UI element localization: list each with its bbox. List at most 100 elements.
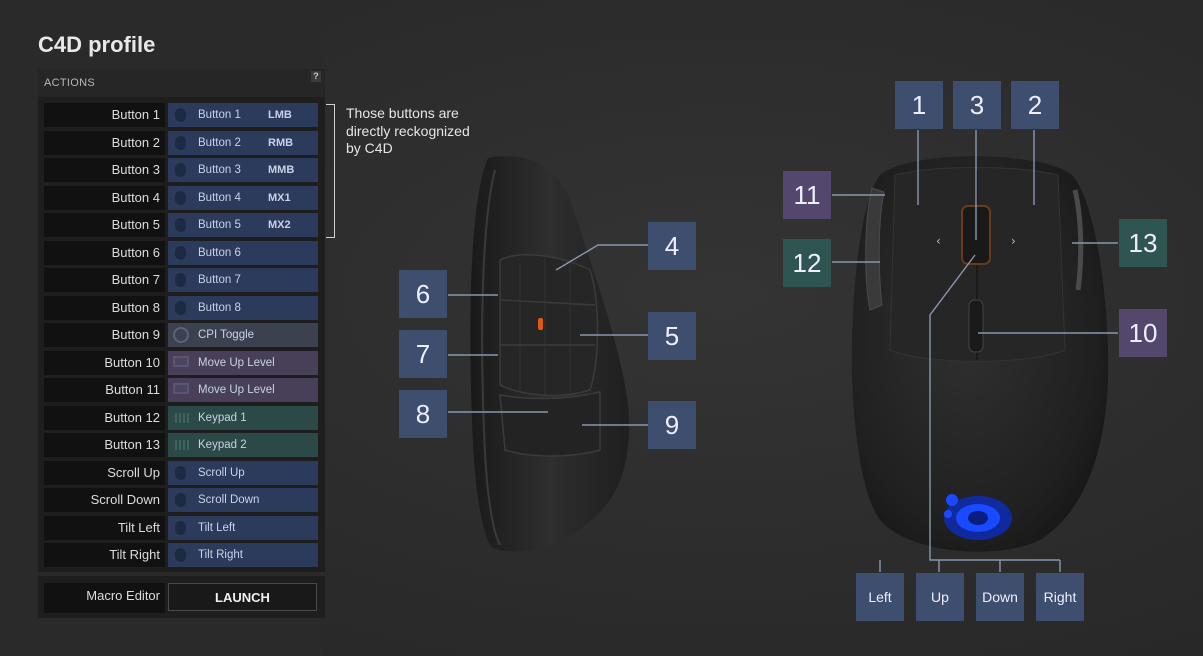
- keyboard-icon: [173, 412, 191, 423]
- mouse-icon: [175, 108, 186, 122]
- help-icon[interactable]: ?: [311, 71, 321, 82]
- button-name: Button 7: [44, 268, 165, 292]
- mouse-icon: [175, 548, 186, 562]
- actions-header-label: ACTIONS: [44, 77, 95, 89]
- button-name: Button 3: [44, 158, 165, 182]
- callout-11: 11: [783, 171, 831, 219]
- mouse-icon: [175, 300, 186, 315]
- macro-editor-row: Macro Editor LAUNCH: [38, 576, 325, 618]
- callout-3: 3: [953, 81, 1001, 129]
- cpi-button: [968, 299, 984, 353]
- action-label: Tilt Right: [198, 549, 243, 561]
- action-label: Move Up Level: [198, 356, 275, 369]
- button-name: Button 2: [44, 130, 165, 155]
- action-label: Button 7: [198, 274, 241, 286]
- mouse-icon: [175, 135, 186, 150]
- action-label: Button 1: [198, 109, 241, 121]
- action-tag: RMB: [268, 136, 294, 149]
- action-select[interactable]: Scroll Up: [168, 460, 318, 485]
- action-select[interactable]: Keypad 1: [168, 405, 318, 430]
- action-row: Button 10 Move Up Level: [44, 350, 318, 375]
- macro-editor-label: Macro Editor: [44, 583, 165, 613]
- button-name: Button 4: [44, 185, 165, 210]
- bracket-divider: [326, 104, 335, 238]
- direction-down: Down: [976, 573, 1024, 621]
- callout-7: 7: [399, 330, 447, 378]
- button-name: Button 1: [44, 103, 165, 127]
- action-select[interactable]: Tilt Left: [168, 515, 318, 540]
- button-name: Scroll Down: [44, 488, 165, 512]
- actions-panel-header: ACTIONS ?: [38, 69, 325, 97]
- mouse-icon: [175, 190, 186, 205]
- callout-5: 5: [648, 312, 696, 360]
- action-row: Button 11 Move Up Level: [44, 378, 318, 402]
- action-tag: MX2: [268, 219, 291, 231]
- action-label: Button 6: [198, 246, 241, 259]
- action-label: Keypad 2: [198, 439, 247, 451]
- action-row: Button 13 Keypad 2: [44, 433, 318, 457]
- action-row: Button 7 Button 7: [44, 268, 318, 292]
- svg-text:›: ›: [1011, 234, 1016, 248]
- action-select[interactable]: CPI Toggle: [168, 323, 318, 347]
- button-name: Button 5: [44, 213, 165, 237]
- action-select[interactable]: Scroll Down: [168, 488, 318, 512]
- button-name: Tilt Left: [44, 515, 165, 540]
- mouse-icon: [175, 493, 186, 507]
- action-row: Tilt Right Tilt Right: [44, 543, 318, 567]
- button-name: Button 11: [44, 378, 165, 402]
- action-select[interactable]: Button 7: [168, 268, 318, 292]
- action-row: Button 8 Button 8: [44, 295, 318, 320]
- button-name: Tilt Right: [44, 543, 165, 567]
- action-row: Button 2 Button 2 RMB: [44, 130, 318, 155]
- callout-6: 6: [399, 270, 447, 318]
- action-select[interactable]: Button 8: [168, 295, 318, 320]
- launch-button[interactable]: LAUNCH: [168, 583, 317, 611]
- button-name: Button 12: [44, 405, 165, 430]
- callout-2: 2: [1011, 81, 1059, 129]
- direction-right: Right: [1036, 573, 1084, 621]
- action-select[interactable]: Button 2 RMB: [168, 130, 318, 155]
- mouse-icon: [175, 273, 186, 287]
- action-select[interactable]: Button 6: [168, 240, 318, 265]
- monitor-icon: [173, 355, 189, 367]
- action-label: Button 2: [198, 136, 241, 149]
- mouse-icon: [175, 245, 186, 260]
- callout-8: 8: [399, 390, 447, 438]
- mouse-icon: [175, 520, 186, 535]
- button-name: Button 10: [44, 350, 165, 375]
- button-name: Button 13: [44, 433, 165, 457]
- direction-up: Up: [916, 573, 964, 621]
- action-select[interactable]: Move Up Level: [168, 350, 318, 375]
- keyboard-icon: [173, 440, 191, 450]
- action-label: Scroll Down: [198, 494, 260, 506]
- action-label: Move Up Level: [198, 384, 275, 396]
- side-led-indicator: [538, 318, 543, 330]
- action-select[interactable]: Keypad 2: [168, 433, 318, 457]
- action-label: Button 8: [198, 301, 241, 314]
- note-text: Those buttons are directly reckognized b…: [346, 105, 470, 156]
- svg-text:‹: ‹: [936, 234, 941, 248]
- callout-12: 12: [783, 239, 831, 287]
- button-name: Button 9: [44, 323, 165, 347]
- cpi-gauge-icon: [173, 327, 189, 343]
- button-name: Button 8: [44, 295, 165, 320]
- action-select[interactable]: Tilt Right: [168, 543, 318, 567]
- action-select[interactable]: Move Up Level: [168, 378, 318, 402]
- profile-title: C4D profile: [38, 32, 156, 57]
- action-row: Button 12 Keypad 1: [44, 405, 318, 430]
- action-tag: MMB: [268, 164, 295, 176]
- action-label: Keypad 1: [198, 411, 247, 424]
- direction-left: Left: [856, 573, 904, 621]
